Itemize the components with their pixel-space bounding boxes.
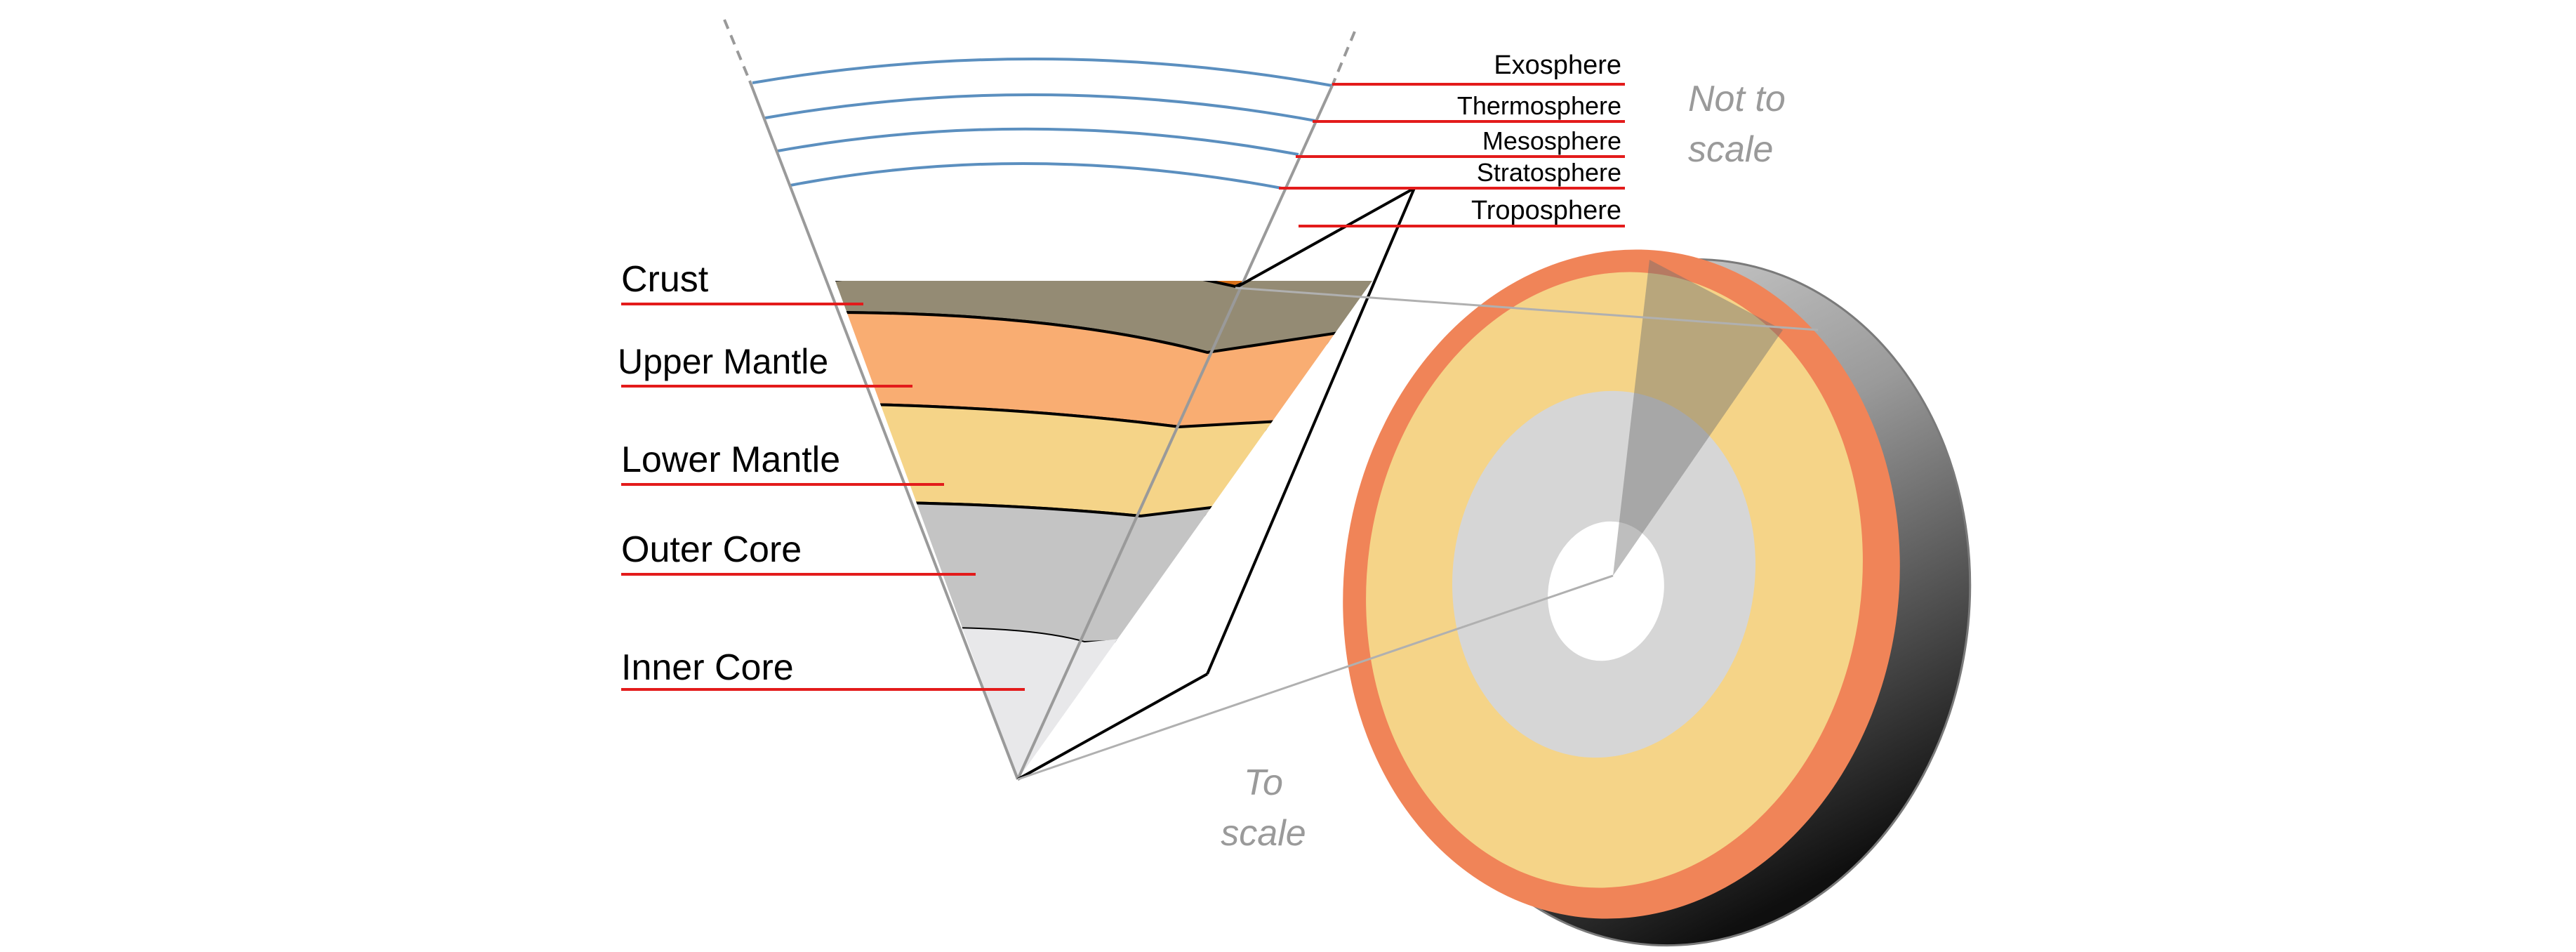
label-stratosphere: Stratosphere [1477, 158, 1621, 187]
cone-extension-right [1331, 31, 1356, 86]
note-to-scale-1: To [1244, 762, 1283, 803]
ocean [835, 281, 1194, 289]
thermosphere-boundary [764, 93, 1316, 122]
scale-notes: Not to scale To scale [1221, 79, 1785, 854]
label-mesosphere: Mesosphere [1482, 126, 1621, 155]
label-upper-mantle: Upper Mantle [618, 342, 828, 381]
label-thermosphere: Thermosphere [1457, 91, 1621, 120]
label-troposphere: Troposphere [1471, 196, 1621, 225]
note-to-scale-2: scale [1221, 813, 1306, 854]
cone-extension-left [723, 19, 751, 81]
top-edge [1235, 187, 1415, 289]
interior-labels: Crust Upper Mantle Lower Mantle Outer Co… [618, 259, 1025, 691]
left-edge [748, 80, 1019, 780]
center-edge [1016, 85, 1334, 780]
label-exosphere: Exosphere [1494, 51, 1621, 80]
lower-mantle-layer [835, 402, 1372, 518]
connector-top [1235, 286, 1819, 331]
wedge-edges [748, 80, 1416, 781]
label-crust: Crust [621, 259, 709, 300]
label-lower-mantle: Lower Mantle [621, 439, 840, 480]
earth-wedge [835, 281, 1372, 779]
disc-inner-core [1548, 521, 1664, 661]
right-back-edge [1206, 187, 1416, 675]
note-not-to-scale-2: scale [1688, 129, 1773, 170]
label-inner-core: Inner Core [621, 647, 794, 688]
mesosphere-boundary [777, 127, 1299, 156]
atmosphere [723, 19, 1356, 190]
disc-sector-highlight [1613, 260, 1783, 576]
atmosphere-labels: Exosphere Thermosphere Mesosphere Strato… [1279, 51, 1625, 227]
stratosphere-boundary [790, 161, 1282, 190]
bottom-edge [1017, 673, 1208, 781]
earth-disc [1017, 249, 1972, 947]
note-not-to-scale-1: Not to [1688, 79, 1786, 119]
exosphere-boundary [752, 57, 1333, 87]
connector-bottom [1017, 574, 1614, 781]
label-outer-core: Outer Core [621, 529, 802, 570]
